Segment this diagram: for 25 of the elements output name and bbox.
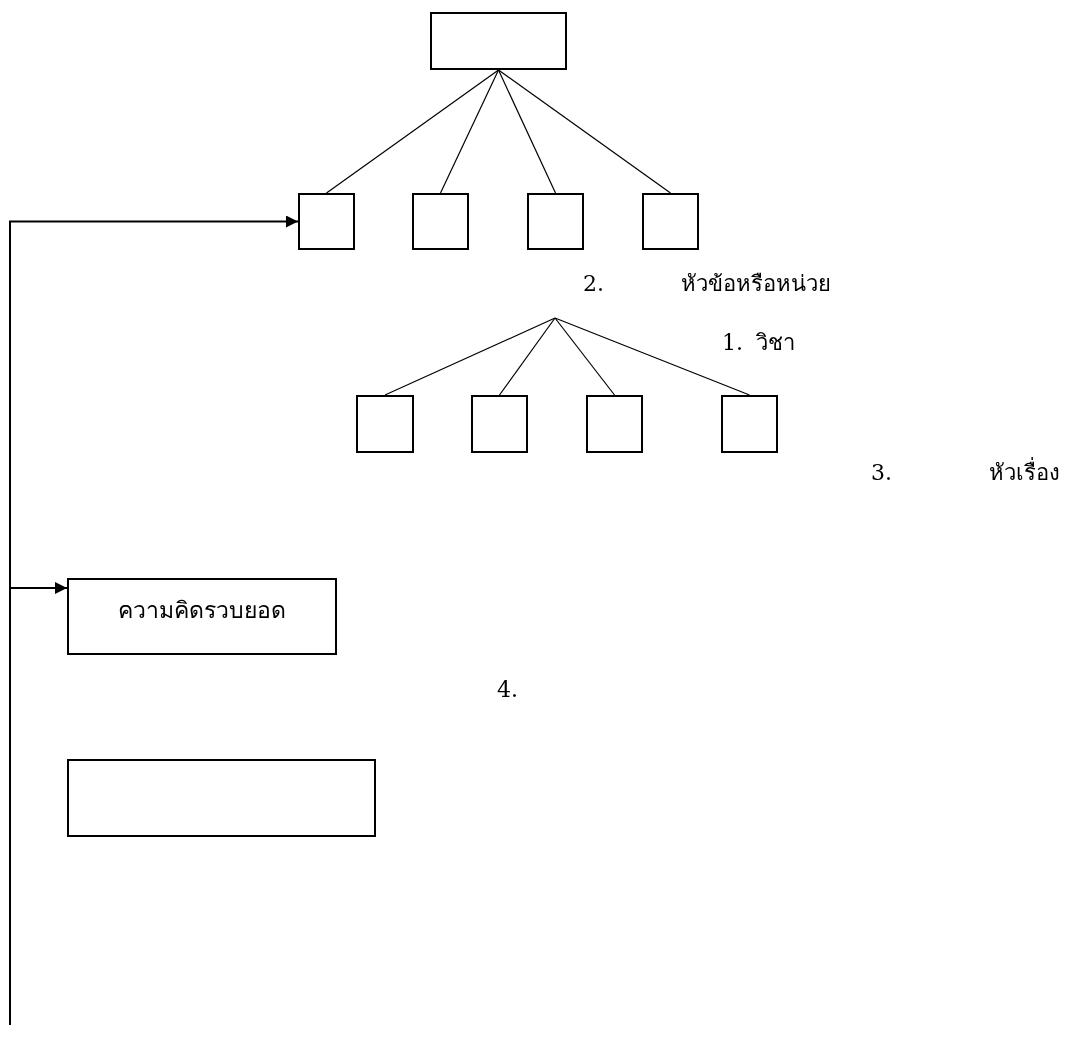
- level-label: 2. หัวข้อหรือหน่วย: [583, 270, 831, 298]
- empty-box: [721, 395, 778, 453]
- empty-box: [412, 193, 469, 250]
- arrow: [9, 215, 299, 1026]
- connector-line: [497, 69, 672, 194]
- text-box: ความคิดรวบยอด: [67, 578, 337, 655]
- connector-line: [439, 69, 500, 194]
- level-label: 4.: [497, 677, 518, 702]
- connector-line: [498, 317, 556, 396]
- empty-box: [298, 193, 355, 250]
- level-label: 1. วิชา: [722, 329, 795, 357]
- connector-line: [554, 317, 751, 396]
- empty-box: [642, 193, 699, 250]
- empty-box: [356, 395, 414, 453]
- connector-line: [325, 69, 500, 194]
- arrow: [9, 582, 68, 594]
- empty-box: [586, 395, 643, 453]
- empty-box: [430, 12, 567, 70]
- empty-box: [67, 759, 376, 837]
- empty-box: [471, 395, 528, 453]
- connector-line: [497, 69, 557, 194]
- empty-box: [527, 193, 584, 250]
- connector-line: [384, 317, 556, 396]
- connector-line: [554, 317, 616, 396]
- level-label: 3. หัวเรื่อง: [871, 455, 1060, 490]
